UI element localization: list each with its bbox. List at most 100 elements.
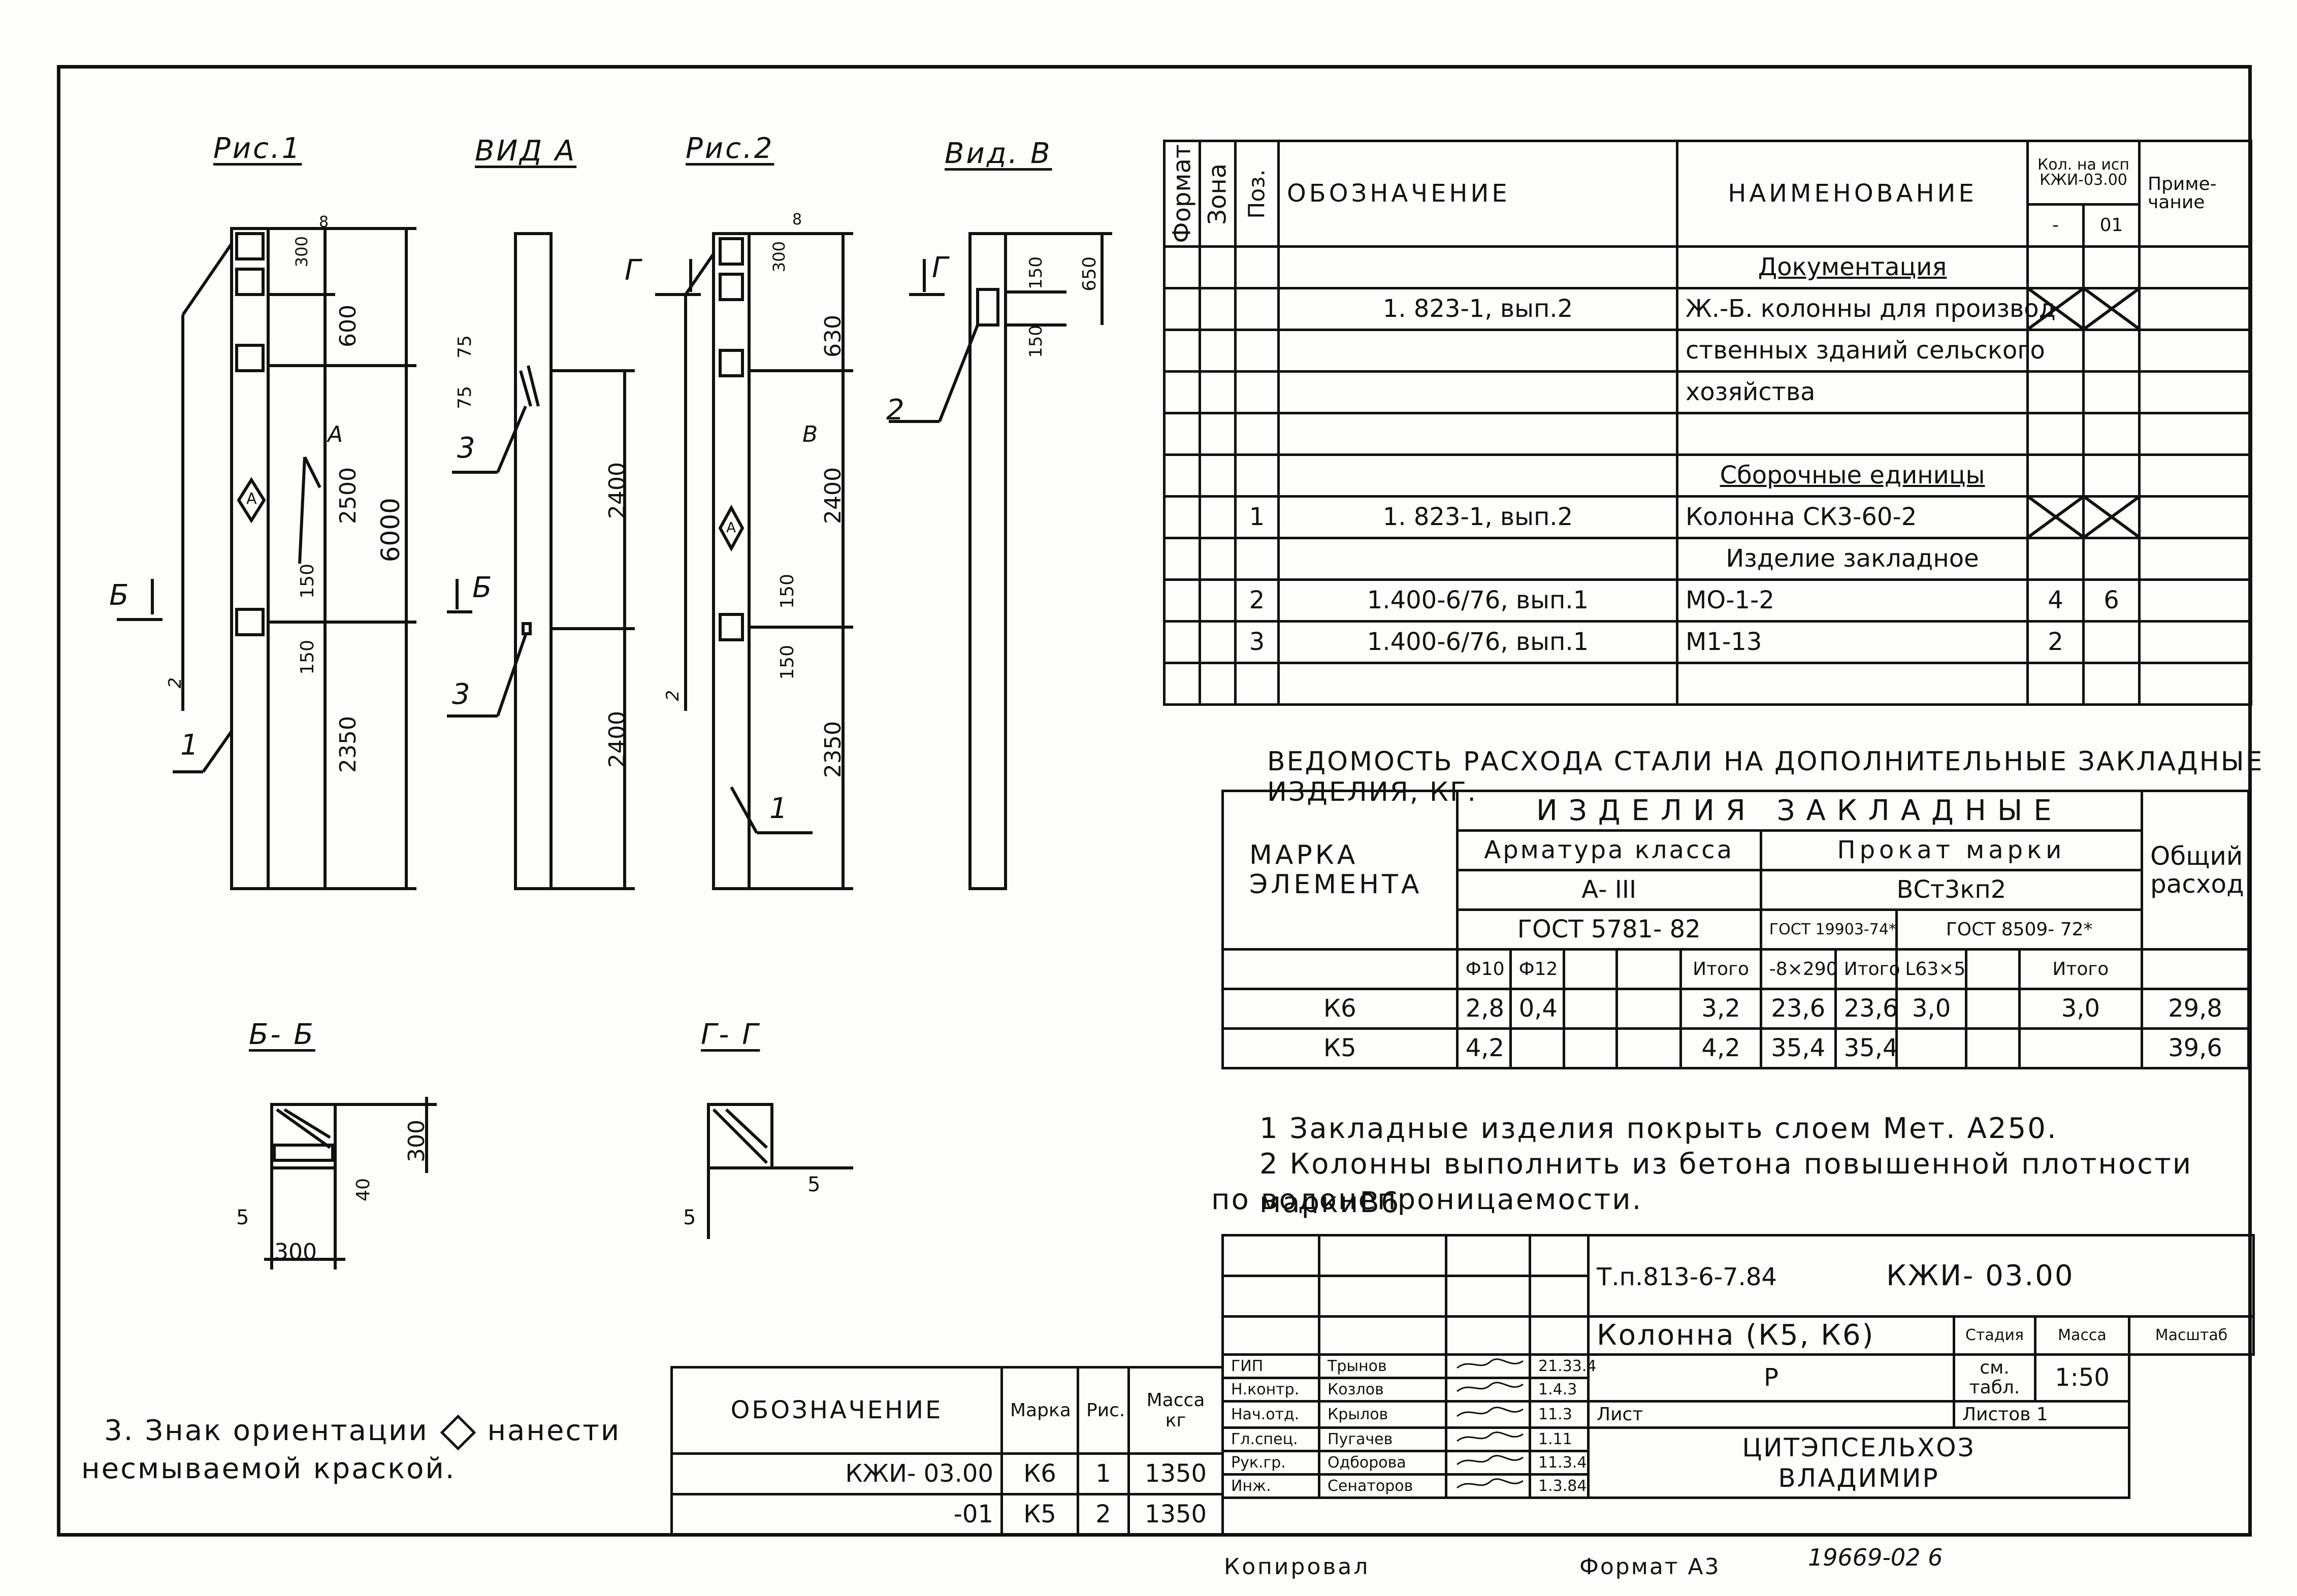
mark-a: А bbox=[328, 421, 345, 447]
h-qty-a: - bbox=[2026, 203, 2085, 248]
sign-date: 11.3 bbox=[1529, 1399, 1590, 1429]
signer-role: Н.контр. bbox=[1221, 1376, 1320, 1403]
steel-col-header bbox=[1615, 948, 1683, 990]
note-2b: по водонепроницаемости. bbox=[1211, 1183, 1643, 1216]
h-gost2: ГОСТ 8509- 72* bbox=[1895, 908, 2144, 951]
spec-cell bbox=[2082, 453, 2141, 498]
note-3b: нанести bbox=[487, 1414, 621, 1447]
scale-value: 1:50 bbox=[2034, 1353, 2130, 1403]
h-zone: Зона bbox=[1200, 141, 1236, 247]
spec-cell bbox=[2026, 453, 2085, 498]
steel-mark: К6 bbox=[1221, 988, 1459, 1030]
dim: 150 bbox=[1026, 256, 1046, 289]
spec-cell bbox=[1163, 578, 1201, 623]
spec-cell bbox=[1199, 328, 1237, 373]
signer-role: Рук.гр. bbox=[1221, 1450, 1320, 1476]
spec-cell bbox=[1199, 620, 1237, 664]
steel-cell bbox=[1964, 988, 2021, 1030]
spec-cell: 4 bbox=[2026, 578, 2085, 623]
steel-cell: 23,6 bbox=[1759, 988, 1837, 1030]
spec-cell: 1. 823-1, вып.2 bbox=[1277, 495, 1678, 539]
h-designation: ОБОЗНАЧЕНИЕ bbox=[1277, 140, 1678, 248]
dim: 2400 bbox=[604, 462, 630, 519]
inventory-number: 19669-02 6 bbox=[1808, 1544, 1943, 1571]
spec-cell: 2 bbox=[2026, 620, 2085, 664]
h-gost1: ГОСТ 19903-74* bbox=[1759, 908, 1898, 951]
spec-row: хозяйства bbox=[1163, 370, 2252, 414]
marks-mark: К6 bbox=[1000, 1452, 1079, 1495]
steel-cell bbox=[1562, 988, 1619, 1030]
sign-date: 1.11 bbox=[1529, 1426, 1590, 1453]
spec-cell bbox=[1199, 286, 1237, 331]
dim: 2350 bbox=[820, 721, 846, 778]
viewv-column bbox=[968, 232, 1007, 890]
dim: 8 bbox=[319, 213, 329, 231]
spec-cell bbox=[2026, 536, 2085, 581]
note-3a: 3. Знак ориентации bbox=[104, 1414, 429, 1447]
marks-fig: 1 bbox=[1077, 1452, 1130, 1495]
spec-cell bbox=[1234, 245, 1280, 289]
dim: 8 bbox=[792, 211, 802, 229]
marks-fig: 2 bbox=[1077, 1493, 1130, 1536]
spec-row: ственных зданий сельского bbox=[1163, 328, 2252, 373]
signer-role: ГИП bbox=[1221, 1353, 1320, 1379]
h-arm-class: А- III bbox=[1455, 869, 1762, 911]
signer-name: Одборова bbox=[1318, 1450, 1447, 1476]
format-label: Формат А3 bbox=[1579, 1554, 1721, 1580]
signature bbox=[1445, 1353, 1531, 1379]
spec-cell bbox=[2138, 661, 2252, 706]
dim: 150 bbox=[297, 640, 318, 675]
steel-col-header: Итого bbox=[1834, 948, 1900, 990]
dim: 40 bbox=[353, 1178, 374, 1201]
spec-cell: 6 bbox=[2082, 578, 2141, 623]
spec-cell bbox=[2082, 245, 2141, 289]
spec-row: Изделие закладное bbox=[1163, 536, 2252, 581]
fig2-column bbox=[712, 232, 751, 890]
spec-cell bbox=[1199, 661, 1237, 706]
title-block: Т.п.813-6-7.84 КЖИ- 03.00 Колонна (К5, К… bbox=[1221, 1234, 2255, 1500]
crossed-cell bbox=[2026, 286, 2085, 331]
marks-mass: 1350 bbox=[1127, 1493, 1224, 1536]
note-3c: несмываемой краской. bbox=[81, 1452, 456, 1485]
spec-cell bbox=[1234, 536, 1280, 581]
steel-cell bbox=[1509, 1027, 1565, 1069]
fig1-orientation-mark bbox=[237, 477, 266, 524]
signature-scribble bbox=[1457, 1455, 1524, 1465]
spec-cell bbox=[2026, 245, 2085, 289]
fig2-mark-letter: А bbox=[726, 519, 736, 536]
signer-name: Сенаторов bbox=[1318, 1473, 1447, 1500]
sheets-label: Листов 1 bbox=[1953, 1399, 2130, 1429]
note-3: 3. Знак ориентации нанести bbox=[104, 1412, 621, 1451]
dim: 630 bbox=[820, 315, 846, 357]
spec-cell bbox=[2138, 286, 2252, 331]
spec-cell bbox=[1676, 661, 2029, 706]
signer-name: Трынов bbox=[1318, 1353, 1447, 1379]
spec-cell: Документация bbox=[1676, 245, 2029, 289]
signer-role: Нач.отд. bbox=[1221, 1399, 1320, 1429]
spec-cell bbox=[2138, 536, 2252, 581]
spec-cell: Сборочные единицы bbox=[1676, 453, 2029, 498]
section-bb bbox=[270, 1103, 337, 1169]
steel-cell bbox=[1615, 988, 1683, 1030]
signer-role: Гл.спец. bbox=[1221, 1426, 1320, 1453]
spec-cell: Колонна СК3-60-2 bbox=[1676, 495, 2029, 539]
marks-mass: 1350 bbox=[1127, 1452, 1224, 1495]
steel-total: 29,8 bbox=[2141, 988, 2250, 1030]
spec-cell bbox=[1163, 328, 1201, 373]
steel-cell: 35,4 bbox=[1834, 1027, 1898, 1069]
spec-cell bbox=[2026, 370, 2085, 414]
leader-label: 1 bbox=[769, 792, 790, 825]
h-mark: МАРКА ЭЛЕМЕНТА bbox=[1221, 790, 1459, 951]
spec-cell bbox=[2138, 328, 2252, 373]
fig1-column bbox=[230, 227, 270, 890]
signature-scribble bbox=[1457, 1358, 1524, 1369]
sign-date: 1.4.3 bbox=[1529, 1376, 1590, 1403]
spec-cell bbox=[1199, 536, 1237, 581]
